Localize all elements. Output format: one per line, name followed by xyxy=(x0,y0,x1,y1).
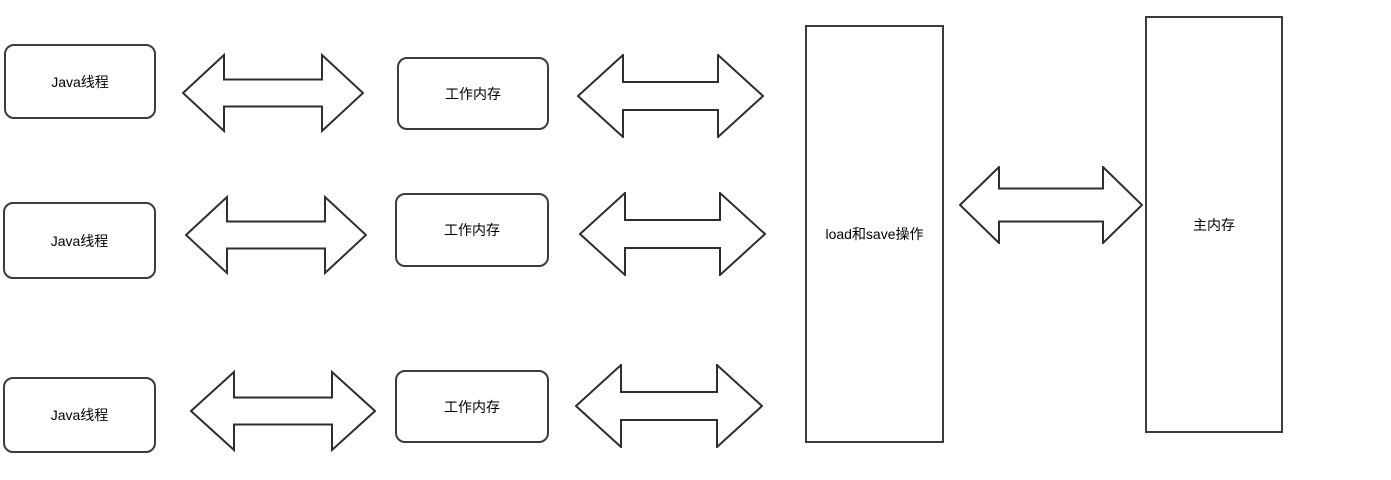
double-arrow-icon xyxy=(190,370,376,452)
double-arrow-shape xyxy=(579,192,766,276)
java-thread-box: Java线程 xyxy=(4,44,156,119)
java-thread-label: Java线程 xyxy=(50,407,109,423)
main-memory-label: 主内存 xyxy=(1193,216,1235,233)
java-thread-box: Java线程 xyxy=(3,202,156,279)
load-save-label: load和save操作 xyxy=(825,226,924,242)
double-arrow-icon xyxy=(182,53,364,133)
java-thread-label: Java线程 xyxy=(50,232,109,249)
java-thread-label: Java线程 xyxy=(51,73,109,90)
double-arrow-icon xyxy=(577,54,764,138)
double-arrow-shape xyxy=(959,166,1143,244)
double-arrow-icon xyxy=(959,166,1143,244)
double-arrow-icon xyxy=(575,364,763,448)
double-arrow-icon xyxy=(579,192,766,276)
working-memory-label: 工作内存 xyxy=(444,398,500,415)
double-arrow-shape xyxy=(185,195,367,275)
main-memory-box: 主内存 xyxy=(1145,16,1283,433)
double-arrow-shape xyxy=(577,54,764,138)
working-memory-box: 工作内存 xyxy=(397,57,549,130)
double-arrow-shape xyxy=(575,364,763,448)
double-arrow-icon xyxy=(185,195,367,275)
working-memory-box: 工作内存 xyxy=(395,193,549,267)
double-arrow-shape xyxy=(182,53,364,133)
working-memory-box: 工作内存 xyxy=(395,370,549,443)
double-arrow-shape xyxy=(190,370,376,452)
java-thread-box: Java线程 xyxy=(3,377,156,453)
load-save-box: load和save操作 xyxy=(805,25,944,443)
working-memory-label: 工作内存 xyxy=(444,222,500,238)
working-memory-label: 工作内存 xyxy=(445,85,501,102)
